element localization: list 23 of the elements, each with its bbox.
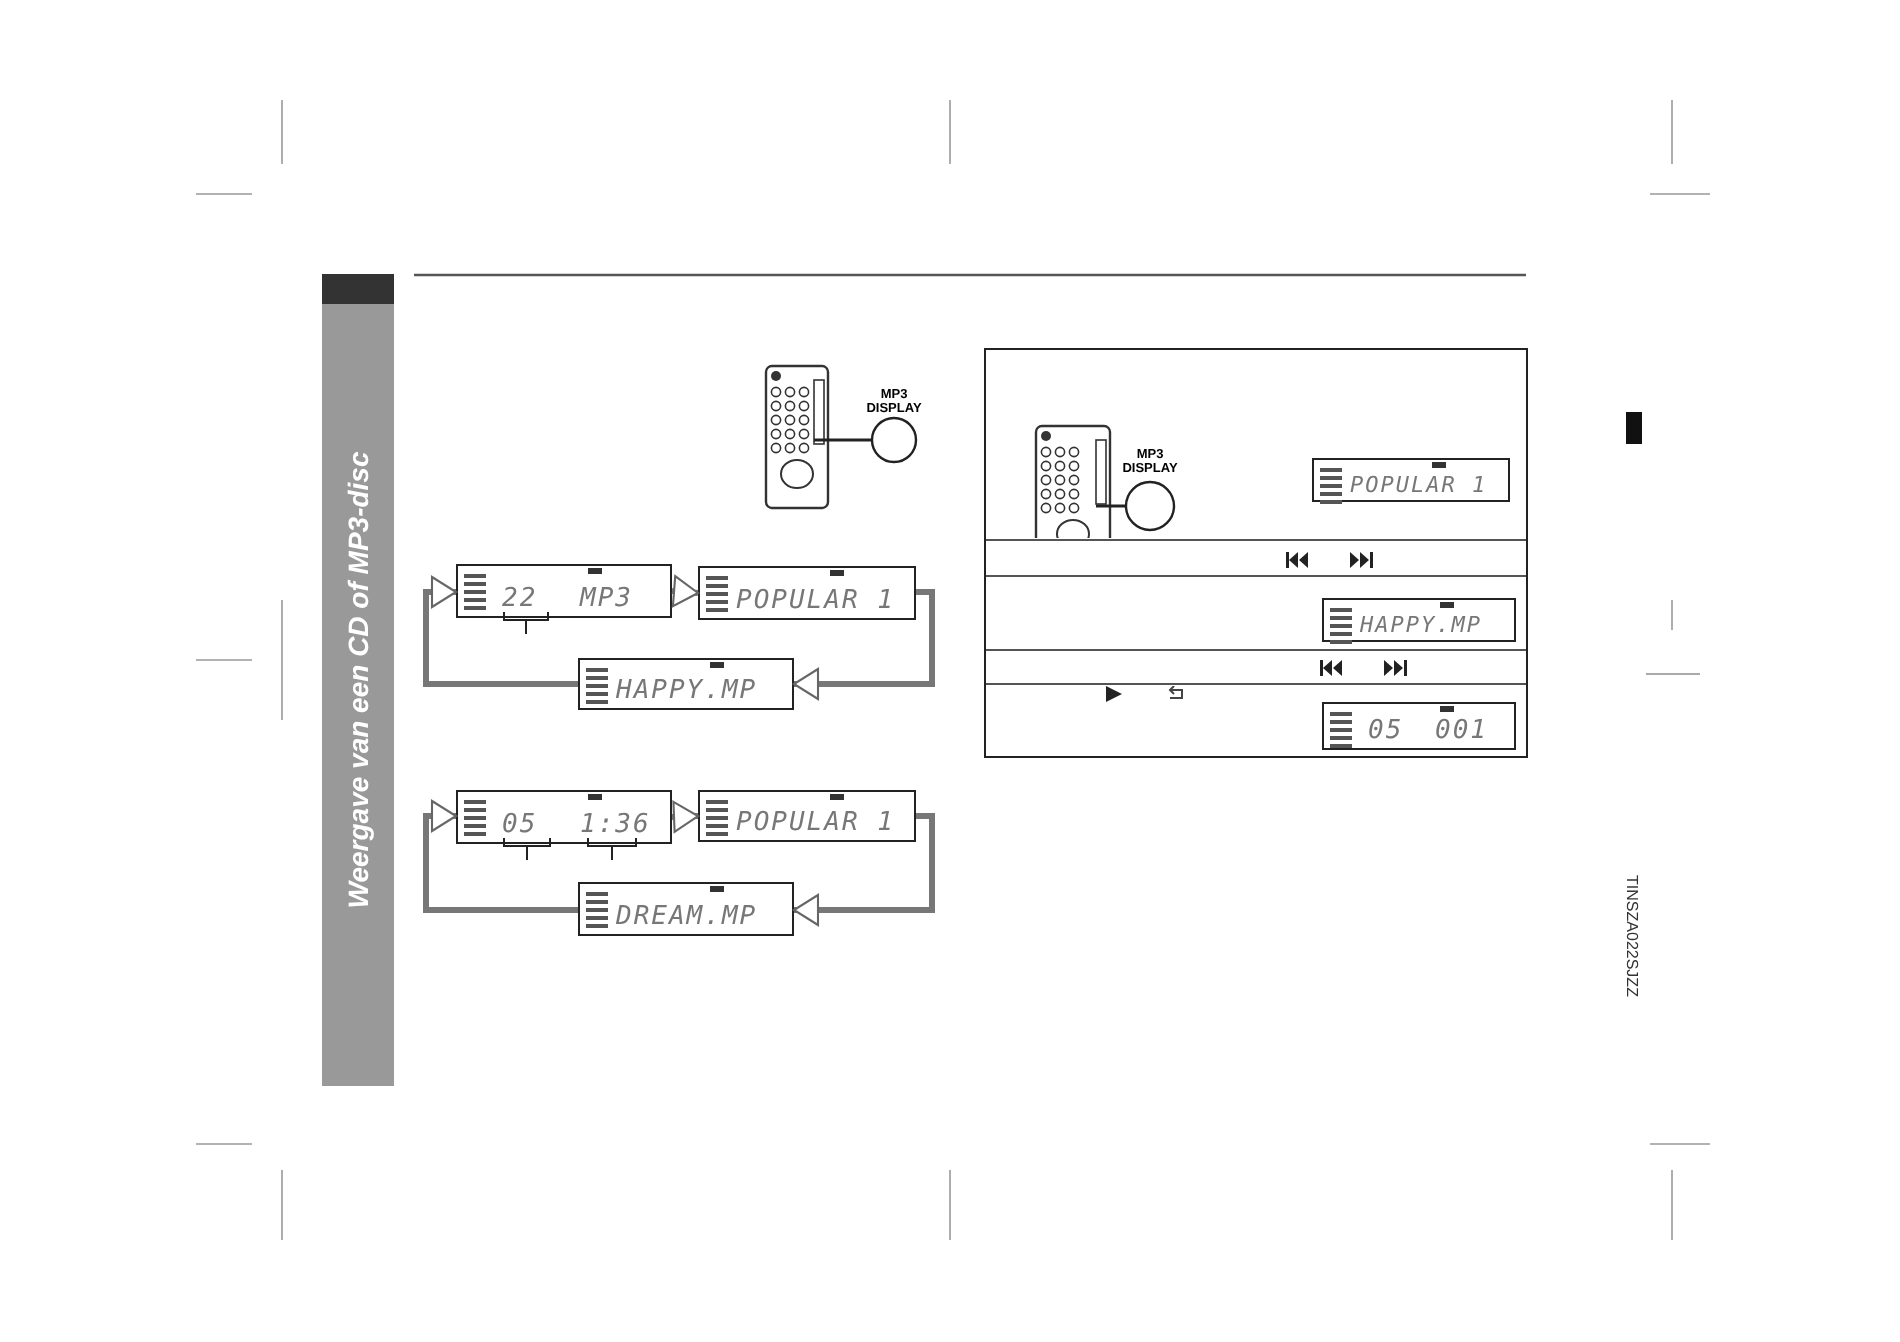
display-text: 1:36 [580,810,651,840]
lcd-display [1322,702,1516,750]
section-title: Weergave van een CD of MP3-disc [342,451,374,909]
display-text: DREAM.MP [616,902,758,932]
lcd-display [578,882,794,936]
display-text: 22 [502,584,538,614]
document-code: TINSZA022SJZZ [1623,875,1641,997]
lcd-display [698,790,916,842]
display-text: POPULAR 1 [1350,472,1488,498]
display-text: 05 [1368,716,1404,746]
lcd-display [456,564,672,618]
display-text: HAPPY.MP [616,676,758,706]
display-text: POPULAR 1 [736,808,895,838]
lcd-display [1312,458,1510,502]
display-text: MP3 [580,584,633,614]
display-text: HAPPY.MP [1360,612,1482,638]
lcd-display [698,566,916,620]
lcd-display [456,790,672,844]
display-text: POPULAR 1 [736,586,895,616]
lcd-display [578,658,794,710]
lcd-display [1322,598,1516,642]
display-text: 05 [502,810,538,840]
display-text: 001 [1435,716,1488,746]
